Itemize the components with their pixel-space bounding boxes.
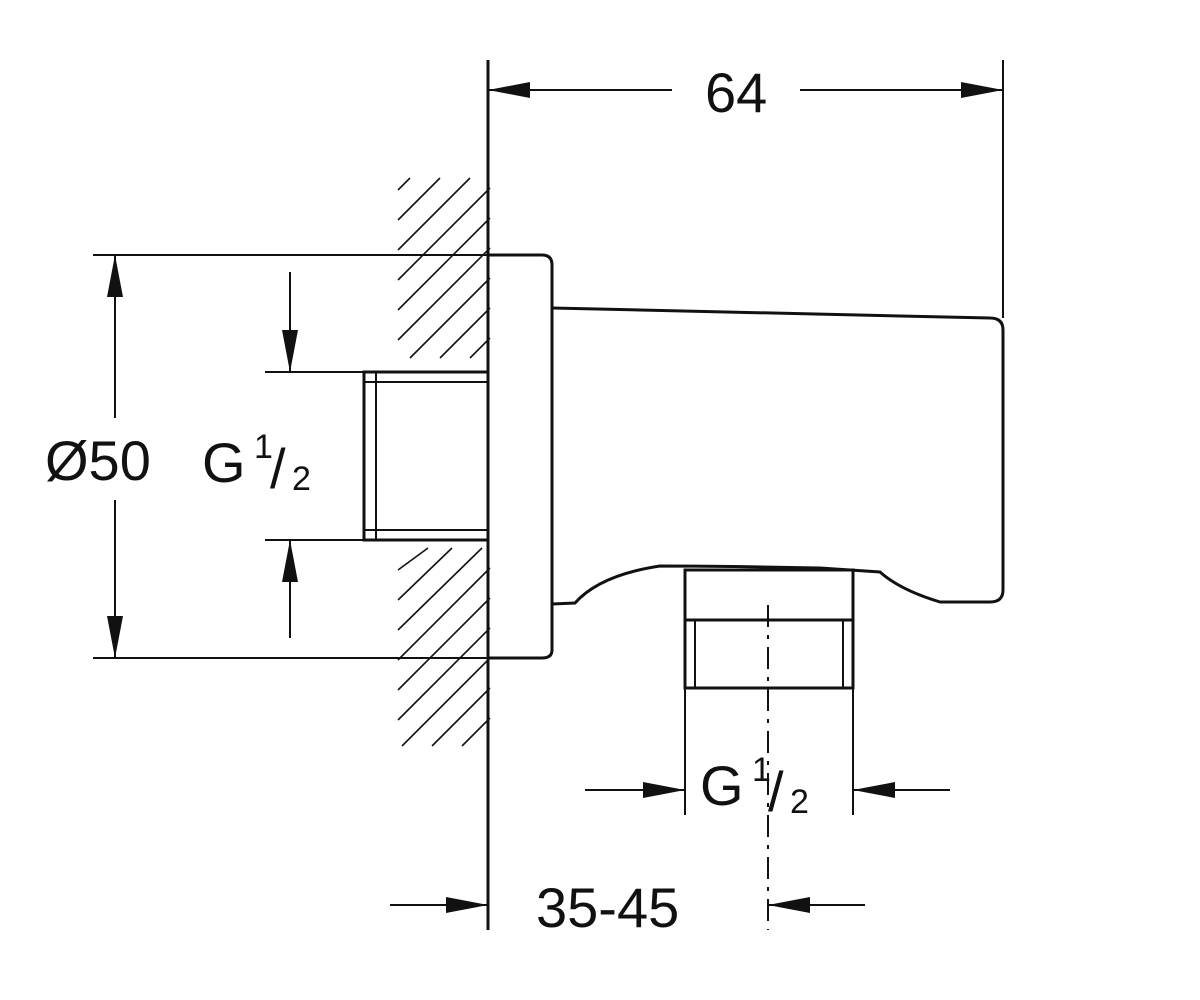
- wall-hatching: [397, 177, 491, 747]
- inlet-pipe: [362, 370, 490, 542]
- outlet-thread-slash: /: [768, 760, 784, 823]
- flange-plate: [488, 253, 554, 660]
- outlet-connector: [683, 568, 855, 690]
- dimension-64: [488, 60, 1004, 318]
- dimension-diameter-label: Ø50: [45, 429, 151, 492]
- inlet-thread-main: G: [202, 431, 246, 494]
- dimension-offset-label: 35-45: [536, 876, 679, 939]
- dimension-diameter: [93, 254, 488, 659]
- inlet-thread-denominator: 2: [292, 460, 311, 498]
- inlet-thread-slash: /: [270, 437, 286, 500]
- outlet-thread-numerator: 1: [752, 751, 771, 789]
- outlet-thread-denominator: 2: [790, 783, 809, 821]
- inlet-thread-numerator: 1: [254, 428, 273, 466]
- dimension-64-label: 64: [705, 61, 767, 124]
- outlet-thread-main: G: [700, 754, 744, 817]
- dimension-outlet-thread: [585, 688, 950, 815]
- holder-body: [551, 306, 1005, 606]
- dimension-inlet-thread: [265, 272, 364, 638]
- dimension-offset: [390, 897, 865, 913]
